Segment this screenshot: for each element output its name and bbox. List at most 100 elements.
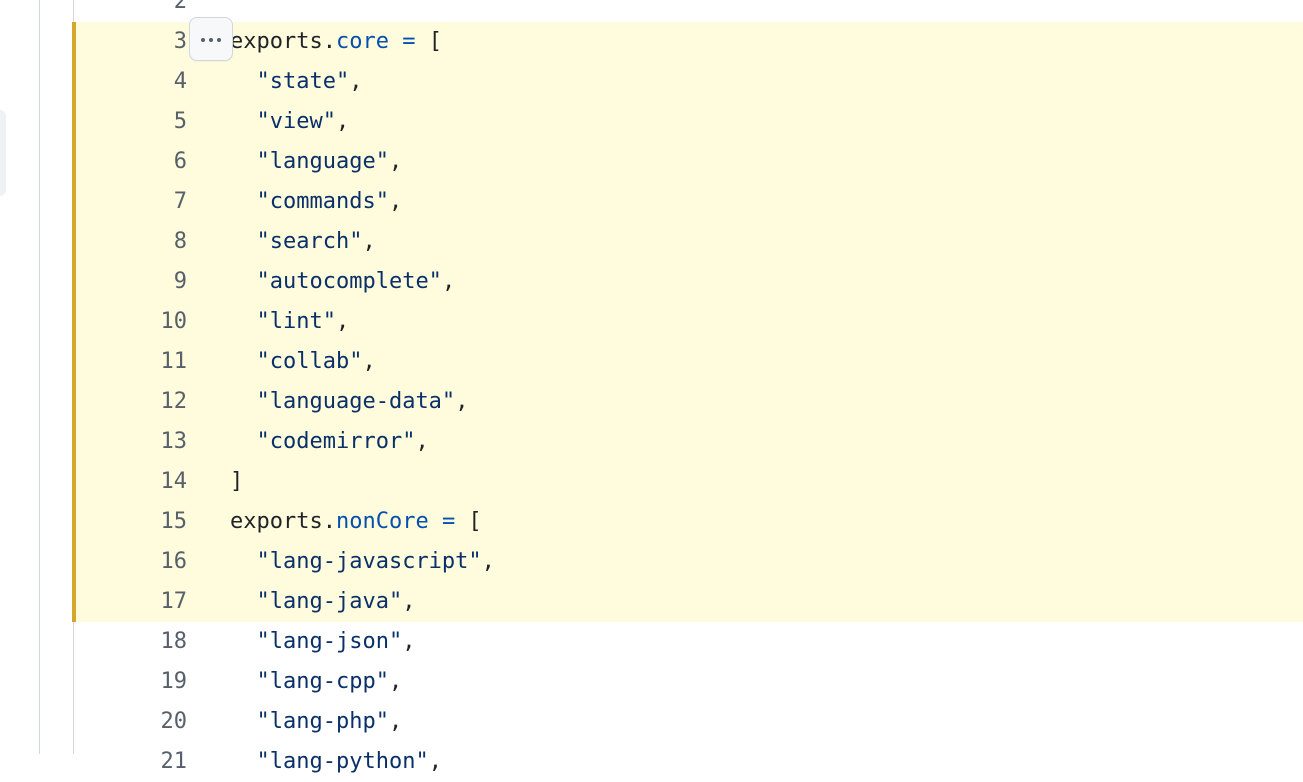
line-number[interactable]: 11 <box>160 349 188 374</box>
line-number[interactable]: 2 <box>173 0 187 14</box>
code-token <box>230 429 257 454</box>
code-token: , <box>335 109 350 134</box>
code-token <box>230 309 257 334</box>
line-number[interactable]: 8 <box>173 229 187 254</box>
code-token: . <box>322 29 336 54</box>
code-token: , <box>388 669 403 694</box>
code-line: 8 "search", <box>72 222 1303 262</box>
line-code: exports.core = [ <box>230 22 442 62</box>
code-line: 10 "lint", <box>72 302 1303 342</box>
code-line: 13 "codemirror", <box>72 422 1303 462</box>
code-token <box>230 709 257 734</box>
line-code: "language", <box>230 142 403 182</box>
line-code: "commands", <box>230 182 403 222</box>
code-token: . <box>322 509 336 534</box>
line-number[interactable]: 15 <box>160 509 188 534</box>
kebab-dot <box>201 38 205 42</box>
code-token: "codemirror" <box>256 429 416 454</box>
code-token: "collab" <box>256 349 363 374</box>
code-token: , <box>349 69 363 94</box>
code-token: = <box>441 509 456 534</box>
code-line: 3 exports.core = [ <box>72 22 1303 62</box>
line-code: "lang-java", <box>230 582 416 622</box>
code-line: 15 exports.nonCore = [ <box>72 502 1303 542</box>
code-token: "lang-php" <box>256 709 389 734</box>
code-token <box>230 669 257 694</box>
code-token: "state" <box>256 69 350 94</box>
code-token: ] <box>230 469 244 494</box>
code-line: 16 "lang-javascript", <box>72 542 1303 582</box>
line-number[interactable]: 13 <box>160 429 188 454</box>
line-number[interactable]: 4 <box>173 69 187 94</box>
line-number[interactable]: 3 <box>173 29 187 54</box>
code-token <box>230 589 257 614</box>
line-options-button[interactable] <box>189 17 233 61</box>
kebab-dot <box>209 38 213 42</box>
code-token: , <box>415 429 429 454</box>
left-panel-tab[interactable] <box>0 110 6 196</box>
code-token <box>230 69 257 94</box>
line-code: "language-data", <box>230 382 469 422</box>
code-token: , <box>455 389 469 414</box>
code-token: "view" <box>256 109 336 134</box>
line-number[interactable]: 16 <box>160 549 188 574</box>
code-token: "search" <box>256 229 363 254</box>
code-token: "lang-json" <box>256 629 403 654</box>
code-token: "lang-python" <box>256 749 429 774</box>
line-number[interactable]: 10 <box>160 309 188 334</box>
code-token <box>389 29 402 54</box>
line-code: "lang-javascript", <box>230 542 495 582</box>
code-token: , <box>402 629 416 654</box>
line-code: "lang-json", <box>230 622 416 662</box>
code-token: exports <box>230 509 323 534</box>
line-number[interactable]: 12 <box>160 389 188 414</box>
line-code: "lang-php", <box>230 702 403 742</box>
code-token: [ <box>455 509 482 534</box>
line-number[interactable]: 7 <box>173 189 187 214</box>
code-token <box>230 749 257 774</box>
code-token: "language" <box>256 149 389 174</box>
code-line: 17 "lang-java", <box>72 582 1303 622</box>
code-line: 12 "language-data", <box>72 382 1303 422</box>
line-code: "lint", <box>230 302 350 342</box>
line-code: "state", <box>230 62 363 102</box>
code-token <box>230 109 257 134</box>
code-line: 6 "language", <box>72 142 1303 182</box>
line-number[interactable]: 18 <box>160 629 188 654</box>
code-token: [ <box>415 29 442 54</box>
line-number[interactable]: 5 <box>173 109 187 134</box>
line-number[interactable]: 14 <box>160 469 188 494</box>
kebab-dot <box>217 38 221 42</box>
line-number[interactable]: 19 <box>160 669 188 694</box>
line-number[interactable]: 6 <box>173 149 187 174</box>
code-token <box>230 149 257 174</box>
code-token <box>230 189 257 214</box>
line-number[interactable]: 17 <box>160 589 188 614</box>
code-line: 18 "lang-json", <box>74 622 1303 662</box>
line-number[interactable]: 21 <box>160 749 188 774</box>
code-line: 19 "lang-cpp", <box>74 662 1303 702</box>
code-line: 2 <box>74 0 1303 22</box>
code-token: "lang-java" <box>256 589 403 614</box>
code-token: "lang-cpp" <box>256 669 389 694</box>
line-number[interactable]: 9 <box>173 269 187 294</box>
code-token: = <box>402 29 416 54</box>
line-code: exports.nonCore = [ <box>230 502 482 542</box>
code-token: , <box>388 709 403 734</box>
code-token <box>230 389 257 414</box>
code-line: 7 "commands", <box>72 182 1303 222</box>
line-number[interactable]: 20 <box>160 709 188 734</box>
code-token: , <box>362 229 376 254</box>
code-token: "autocomplete" <box>256 269 442 294</box>
code-token <box>230 269 257 294</box>
line-code: "codemirror", <box>230 422 429 462</box>
code-line: 11 "collab", <box>72 342 1303 382</box>
line-code: "view", <box>230 102 350 142</box>
code-token <box>230 349 257 374</box>
code-token: , <box>388 189 403 214</box>
code-token: nonCore <box>335 509 429 534</box>
code-line: 20 "lang-php", <box>74 702 1303 742</box>
